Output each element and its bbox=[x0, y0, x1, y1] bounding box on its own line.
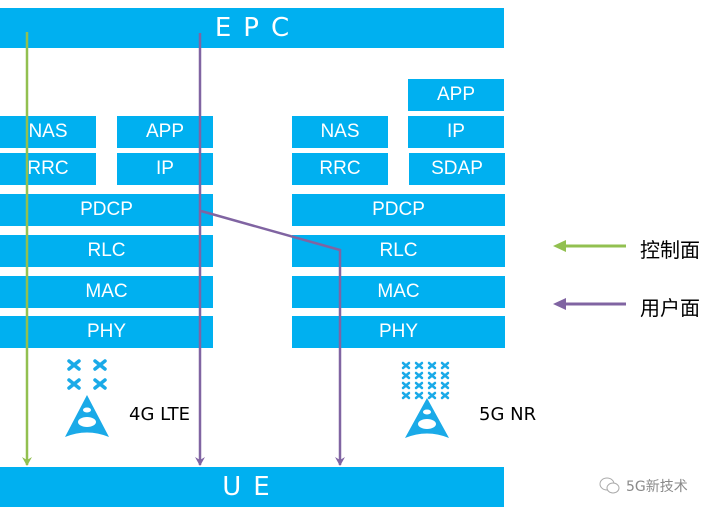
ue-bar: UE bbox=[0, 467, 504, 507]
nr-rlc-layer: RLC bbox=[292, 235, 505, 267]
lte-phy-layer: PHY bbox=[0, 316, 213, 348]
ue-label: UE bbox=[222, 472, 282, 502]
lte-nas-layer: NAS bbox=[0, 116, 96, 148]
nr-stack-name: 5G NR bbox=[479, 404, 537, 425]
nr-ip-layer: IP bbox=[408, 116, 504, 148]
nr-mac-layer: MAC bbox=[292, 276, 505, 308]
nr-antenna-icon bbox=[401, 361, 450, 438]
nr-nas-label: NAS bbox=[320, 121, 360, 142]
nr-user-plane-line bbox=[200, 209, 345, 466]
watermark-text: 5G新技术 bbox=[626, 479, 688, 495]
lte-ip-label: IP bbox=[156, 158, 174, 179]
nr-rrc-label: RRC bbox=[319, 158, 361, 179]
nr-app-layer: APP bbox=[408, 79, 504, 111]
lte-pdcp-layer: PDCP bbox=[0, 194, 213, 226]
lte-pdcp-label: PDCP bbox=[80, 199, 133, 220]
lte-nas-label: NAS bbox=[28, 121, 68, 142]
nr-pdcp-label: PDCP bbox=[372, 199, 425, 220]
lte-app-label: APP bbox=[145, 121, 185, 142]
watermark: 5G新技术 bbox=[598, 476, 688, 496]
lte-antenna-icon bbox=[65, 359, 109, 437]
nr-phy-label: PHY bbox=[378, 321, 419, 342]
lte-rrc-layer: RRC bbox=[0, 153, 96, 185]
wechat-icon bbox=[599, 477, 620, 494]
epc-label: EPC bbox=[214, 13, 302, 43]
legend-control-plane-label: 控制面 bbox=[640, 238, 700, 262]
lte-app-layer: APP bbox=[117, 116, 213, 148]
legend-user-arrow-icon bbox=[553, 298, 626, 310]
lte-mac-layer: MAC bbox=[0, 276, 213, 308]
nr-sdap-label: SDAP bbox=[431, 158, 483, 179]
nr-ip-label: IP bbox=[447, 121, 465, 142]
legend-user-plane-label: 用户面 bbox=[640, 296, 700, 320]
nr-mac-label: MAC bbox=[377, 281, 420, 302]
lte-rlc-label: RLC bbox=[87, 240, 126, 261]
lte-phy-label: PHY bbox=[86, 321, 127, 342]
nr-rrc-layer: RRC bbox=[292, 153, 388, 185]
nr-sdap-layer: SDAP bbox=[409, 153, 505, 185]
nr-phy-layer: PHY bbox=[292, 316, 505, 348]
nr-pdcp-layer: PDCP bbox=[292, 194, 505, 226]
legend-control-arrow-icon bbox=[553, 240, 626, 252]
epc-bar: EPC bbox=[0, 8, 504, 48]
nr-app-label: APP bbox=[436, 84, 476, 105]
lte-rlc-layer: RLC bbox=[0, 235, 213, 267]
lte-stack-name: 4G LTE bbox=[129, 404, 191, 425]
lte-rrc-label: RRC bbox=[27, 158, 69, 179]
lte-ip-layer: IP bbox=[117, 153, 213, 185]
lte-mac-label: MAC bbox=[85, 281, 128, 302]
nr-nas-layer: NAS bbox=[292, 116, 388, 148]
nr-rlc-label: RLC bbox=[379, 240, 418, 261]
